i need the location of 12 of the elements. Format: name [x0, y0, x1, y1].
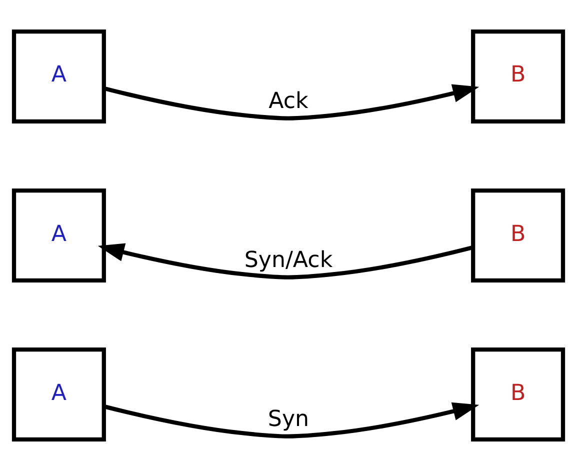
node-box: A [12, 28, 106, 123]
arrow [98, 242, 474, 279]
edge-label: Syn/Ack [244, 246, 333, 273]
node-box: B [471, 347, 566, 442]
edge-label: Syn [268, 406, 310, 432]
node-box: B [471, 188, 566, 282]
edge-label: Ack [268, 88, 308, 114]
node-box: A [12, 347, 106, 442]
node-box: B [471, 28, 566, 123]
node-box: A [12, 188, 106, 282]
arrow [103, 84, 480, 120]
arrow [103, 402, 480, 438]
